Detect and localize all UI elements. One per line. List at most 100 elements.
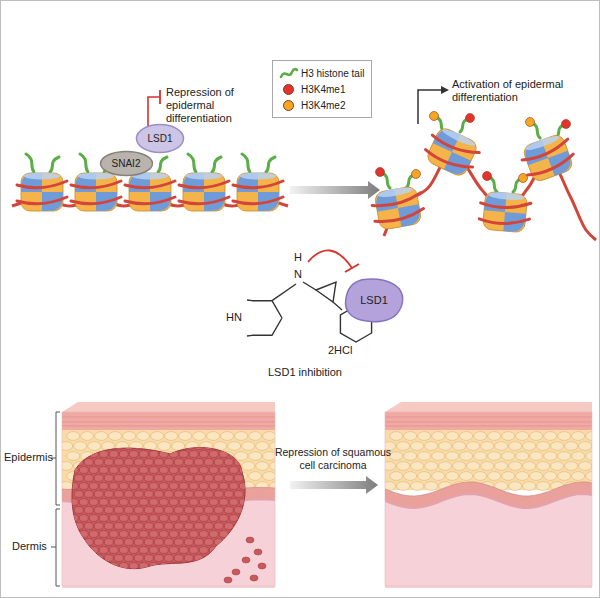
tumour-cells (104, 443, 113, 450)
tumour-cells (244, 507, 253, 514)
skin-layers (179, 432, 192, 441)
skin-layers (270, 462, 275, 471)
tumour-cells (184, 491, 193, 498)
tumour-cells (89, 547, 98, 554)
tumour-cells (224, 523, 233, 530)
skin-layers (495, 462, 508, 471)
enzyme-blob-outline (345, 278, 402, 321)
skin-layers (397, 482, 410, 491)
inhibition-arc (308, 250, 359, 272)
tumour-cells (194, 555, 203, 562)
tumour-cells (124, 523, 133, 530)
invading-cell (246, 537, 254, 543)
inhibition-line (159, 90, 161, 104)
tumour-cells (219, 531, 228, 538)
tumour-cells (79, 499, 88, 506)
tumour-cells (119, 451, 128, 458)
tumour-cells (229, 531, 238, 538)
tumour-cells (244, 443, 253, 450)
tumour-cells (79, 483, 88, 490)
tumour-cells (159, 547, 168, 554)
tumour-cells (204, 507, 213, 514)
skin-layers (390, 432, 403, 441)
legend-text: H3 histone tail (301, 68, 364, 79)
tumour-cells (184, 523, 193, 530)
tumour-cells (74, 539, 83, 546)
histone-tail (158, 157, 167, 172)
nucleosome (186, 173, 222, 180)
tumour-cells (154, 539, 163, 546)
tumour-cells (84, 555, 93, 562)
tumour-cells (159, 515, 168, 522)
skin-layers (385, 402, 592, 412)
invading-cell (250, 575, 258, 581)
skin-layers (109, 432, 122, 441)
tumour-cells (164, 571, 173, 578)
skin-layers (228, 442, 241, 451)
skin-layers (62, 417, 275, 418)
inhibition-line (148, 90, 160, 128)
tumour-cells (79, 531, 88, 538)
nucleosome (179, 173, 229, 212)
tumour-cells (99, 563, 108, 570)
tumour-cells (174, 507, 183, 514)
tumour-cells (219, 515, 228, 522)
tumour-cells (209, 483, 218, 490)
tumour-cells (119, 531, 128, 538)
tumour-cells (219, 483, 228, 490)
tumour-cells (94, 507, 103, 514)
node-text: LSD1 (360, 294, 388, 306)
skin-layers (411, 462, 424, 471)
tumour-cells (149, 499, 158, 506)
tumour-cells (174, 571, 183, 578)
tumour-cells (174, 459, 183, 466)
tumour-cells (214, 539, 223, 546)
tumour-cells (204, 523, 213, 530)
tumour-cells (184, 555, 193, 562)
skin-layers (404, 432, 417, 441)
tumour-cells (179, 563, 188, 570)
tumour-cells (129, 483, 138, 490)
nucleosome (17, 197, 67, 204)
legend-swatch (283, 84, 294, 95)
annotation-text: Repression of epidermal differentiation (166, 86, 278, 126)
tumour-cells (69, 531, 78, 538)
tumour-cells (194, 523, 203, 530)
tumour-cells (204, 539, 213, 546)
skin-layers (207, 432, 220, 441)
activation-arrow (441, 86, 449, 94)
skin-layers (516, 472, 529, 481)
nucleosome (424, 146, 472, 173)
tumour-cells (99, 499, 108, 506)
tumour-cells (174, 443, 183, 450)
legend-row: H3K4me2 (279, 97, 364, 113)
tumour-cells (194, 571, 203, 578)
tumour-cells (154, 443, 163, 450)
tumour-cells (179, 531, 188, 538)
tumour-cells (219, 499, 228, 506)
tumour-cells (144, 459, 153, 466)
tumour-cells (244, 523, 253, 530)
tumour-cells (219, 467, 228, 474)
tumour-cells (94, 555, 103, 562)
tumour-cells (124, 507, 133, 514)
tumour-cells (194, 443, 203, 450)
tumour-cells (129, 499, 138, 506)
skin-layers (418, 472, 431, 481)
skin-layers (390, 452, 403, 461)
nucleosome (237, 173, 279, 211)
tumour-mass (72, 448, 245, 569)
tumour-cells (164, 539, 173, 546)
tumour-cells (239, 499, 248, 506)
nucleosome (421, 124, 483, 180)
skin-layers (165, 432, 178, 441)
skin-layers (446, 452, 459, 461)
tumour-cells (174, 539, 183, 546)
tumour-cells (194, 475, 203, 482)
tumour-cells (209, 499, 218, 506)
skin-layers (256, 462, 269, 471)
tumour-cells (144, 491, 153, 498)
tumour-cells (79, 467, 88, 474)
open-chromatin (370, 112, 596, 241)
nucleosome (233, 197, 283, 204)
